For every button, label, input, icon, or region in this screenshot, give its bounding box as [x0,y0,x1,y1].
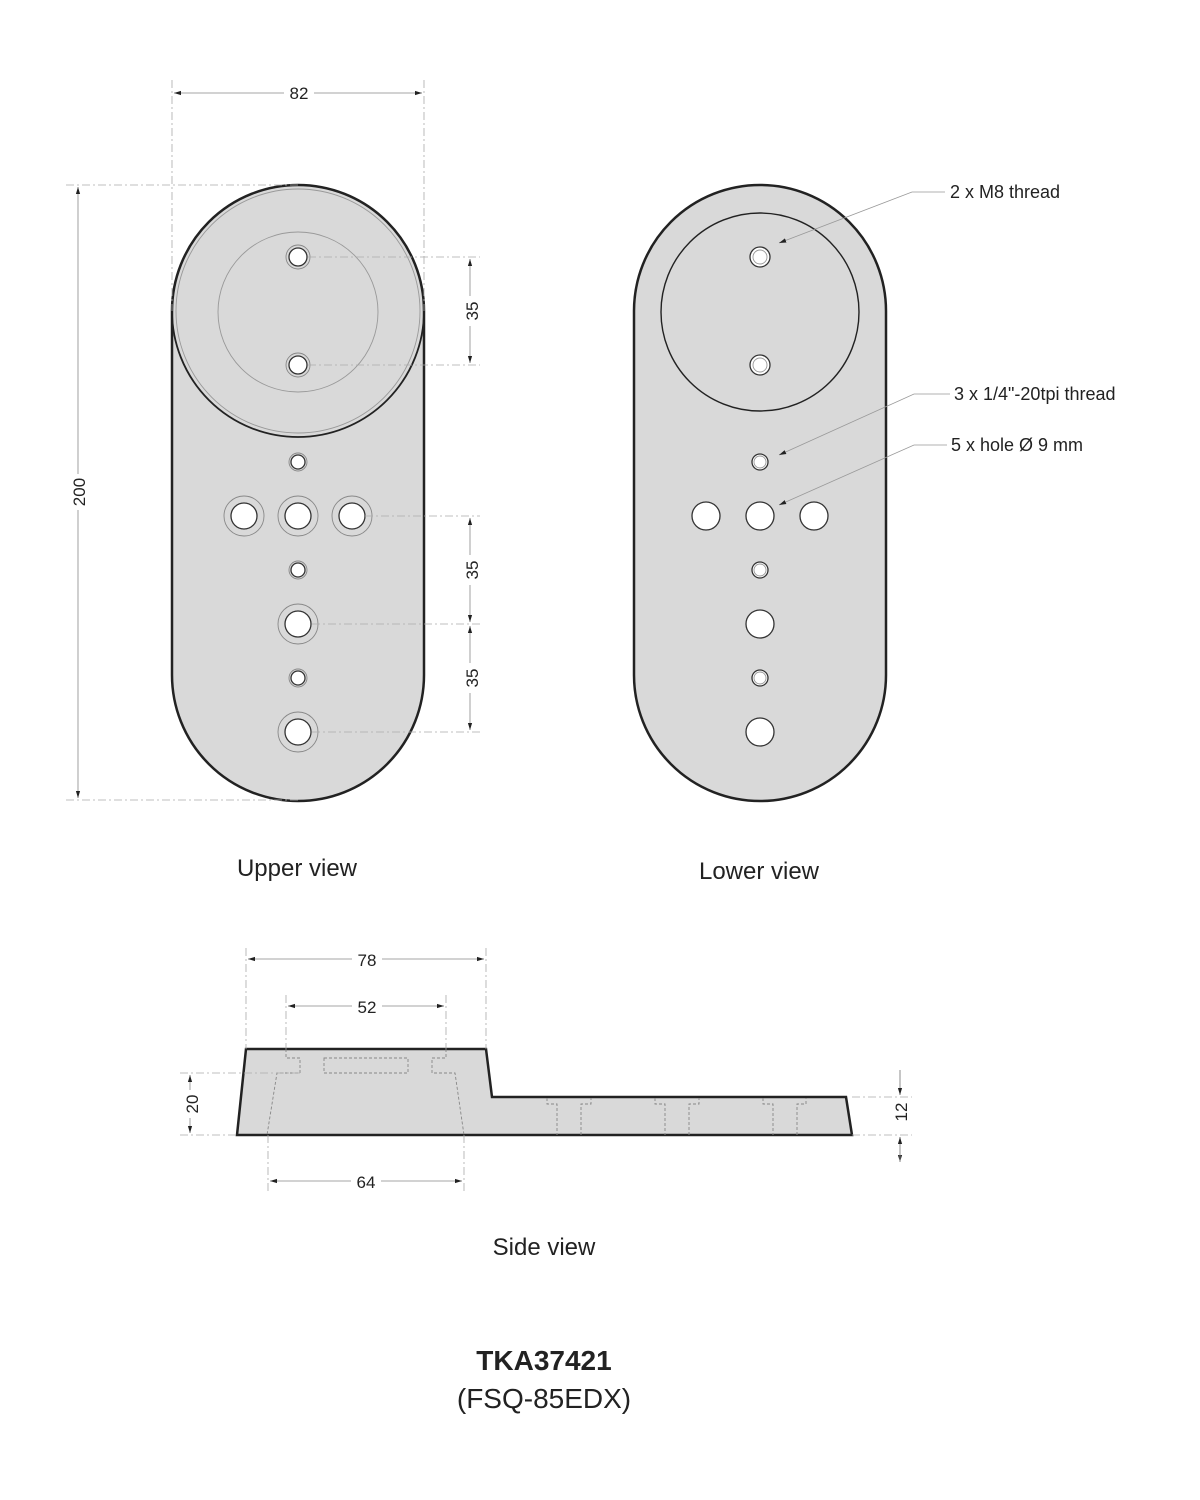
callout-m8-thread: 2 x M8 thread [950,182,1060,202]
part-number: TKA37421 [476,1345,611,1376]
callout-nine-mm-holes: 5 x hole Ø 9 mm [951,435,1083,455]
dim-pocket-width: 52 [358,998,377,1017]
callout-quarter-thread: 3 x 1/4"-20tpi thread [954,384,1116,404]
side-view: 78 52 64 20 12 Side view [180,948,912,1261]
dim-plate-height: 12 [892,1103,911,1122]
dim-top-width: 78 [358,951,377,970]
dim-length: 200 [70,478,89,506]
bowl-rim [175,188,421,434]
model-name: (FSQ-85EDX) [457,1383,631,1414]
side-profile [235,1047,854,1137]
upper-view: 82 200 35 35 35 Upper view [66,80,482,882]
lower-view: 2 x M8 thread 3 x 1/4"-20tpi thread 5 x … [632,182,1116,885]
inner-recess [217,231,379,393]
quarter-inch-holes [288,452,308,688]
side-view-label: Side view [493,1234,596,1261]
dim-height: 20 [183,1095,202,1114]
upper-view-label: Upper view [237,855,358,882]
hidden-lines [266,1049,807,1136]
lower-recess [660,212,860,412]
lower-plate-outline [632,183,888,803]
dim-m8-spacing: 35 [463,302,482,321]
dim-spacing-1: 35 [463,561,482,580]
dim-spacing-2: 35 [463,669,482,688]
dim-width: 82 [290,84,309,103]
dim-base-width: 64 [357,1173,376,1192]
lower-view-label: Lower view [699,858,820,885]
upper-plate-outline [170,183,426,803]
